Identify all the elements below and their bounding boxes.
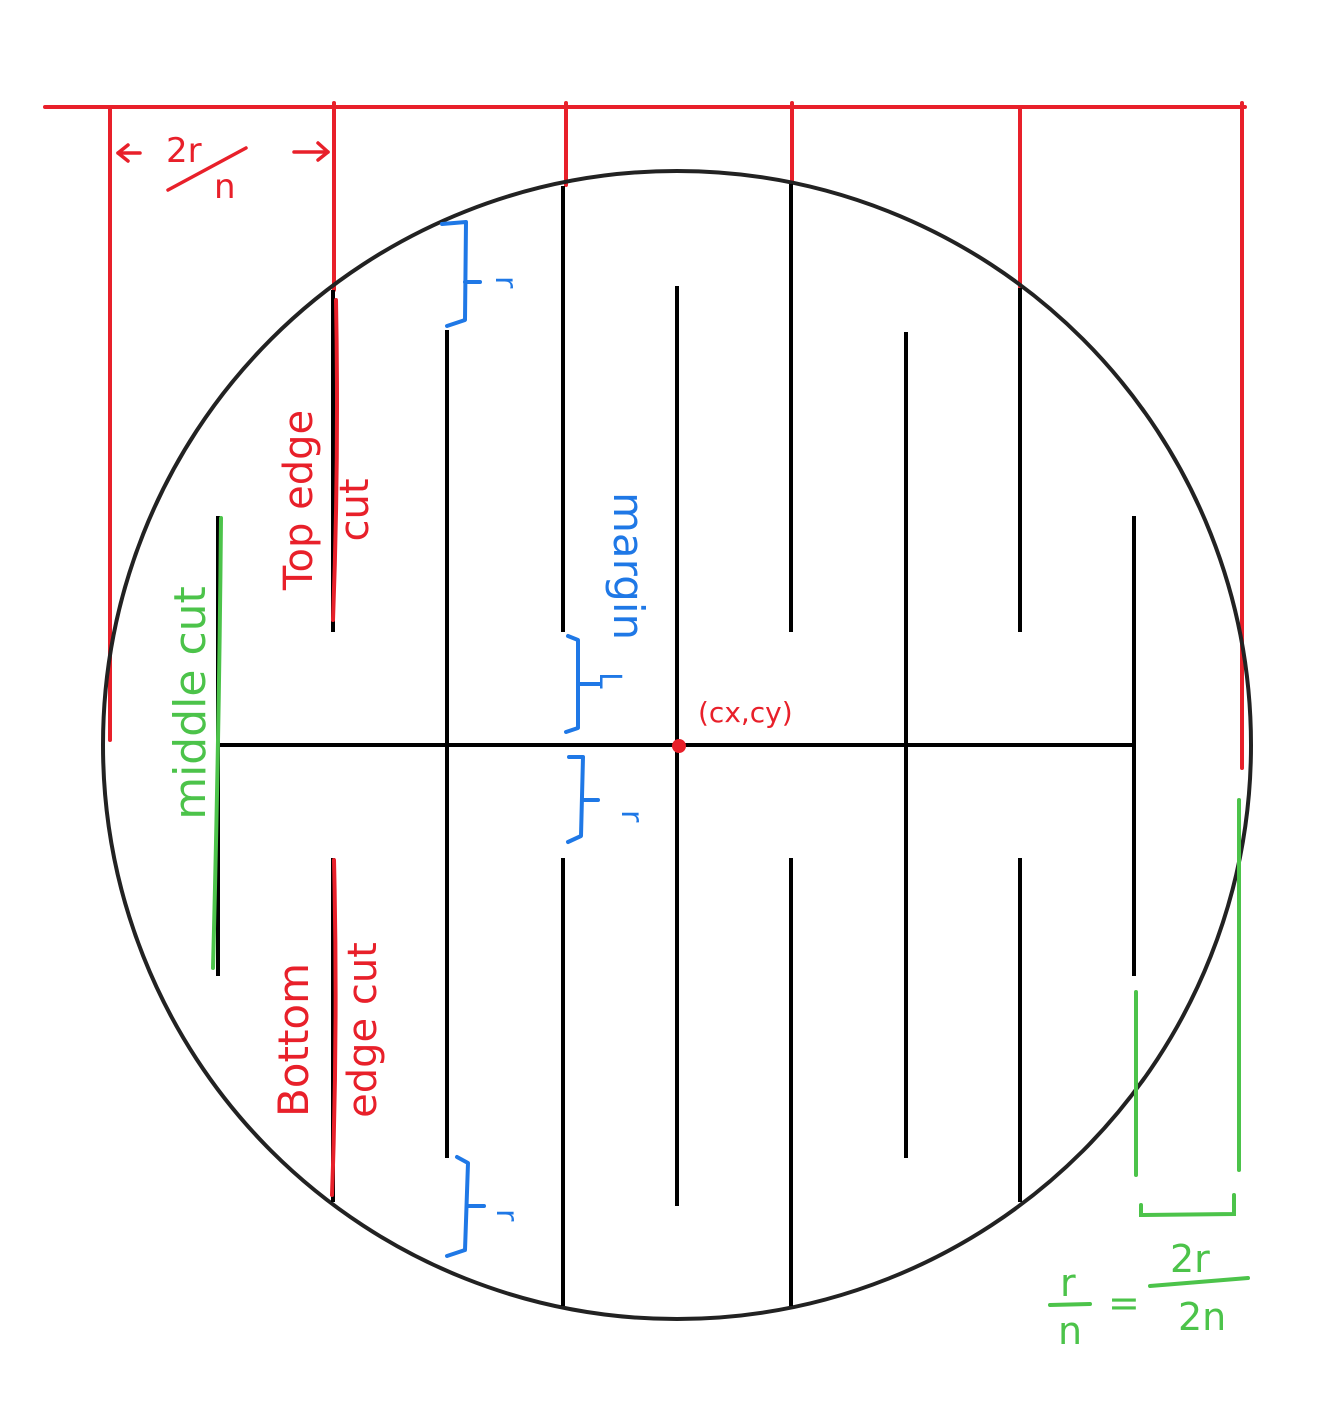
formula-rhs-denominator: 2n <box>1178 1295 1226 1339</box>
formula-equals: = <box>1108 1281 1140 1325</box>
spacing-fraction-bar <box>166 146 248 192</box>
edge-cut-highlights <box>330 298 339 1197</box>
margin-label-top: r <box>488 276 523 289</box>
green-highlights <box>211 516 1250 1307</box>
formula-lhs-denominator: n <box>1058 1309 1082 1353</box>
top-edge-cut-highlight <box>331 298 339 622</box>
bottom-edge-cut-highlight <box>330 858 338 1197</box>
spacing-denominator: n <box>214 167 236 207</box>
center-point <box>672 739 686 753</box>
margin-bracket-bottom <box>445 1155 470 1258</box>
margin-label-mid-upper: L <box>592 672 627 689</box>
bottom-edge-cut-label-2: edge cut <box>340 942 386 1118</box>
formula-bar-left <box>1048 1302 1092 1307</box>
top-edge-cut-label-2: cut <box>332 478 378 541</box>
center-point-label: (cx,cy) <box>698 696 793 729</box>
middle-cut-highlight <box>211 516 223 970</box>
formula-lhs-numerator: r <box>1060 1261 1076 1305</box>
formula-rhs-numerator: 2r <box>1170 1237 1210 1281</box>
margin-label-main: margin <box>604 492 653 640</box>
middle-cut-label: middle cut <box>165 586 216 820</box>
spacing-arrows <box>116 141 330 192</box>
bottom-edge-cut-label-1: Bottom <box>269 963 318 1117</box>
top-edge-cut-label-1: Top edge <box>276 410 322 591</box>
spacing-numerator: 2r <box>166 131 202 171</box>
margin-brackets <box>440 220 602 1258</box>
arrow-right-icon <box>316 141 330 162</box>
margin-label-mid-lower: r <box>614 810 649 823</box>
edge-gap-bracket <box>1139 1193 1236 1218</box>
margin-label-bottom: r <box>489 1209 524 1222</box>
circle-outline <box>101 169 1253 1321</box>
formula-bar-right <box>1148 1276 1250 1288</box>
margin-bracket-top <box>440 220 468 328</box>
red-ruler <box>43 101 1247 770</box>
margin-bracket-mid-lower <box>566 755 585 844</box>
